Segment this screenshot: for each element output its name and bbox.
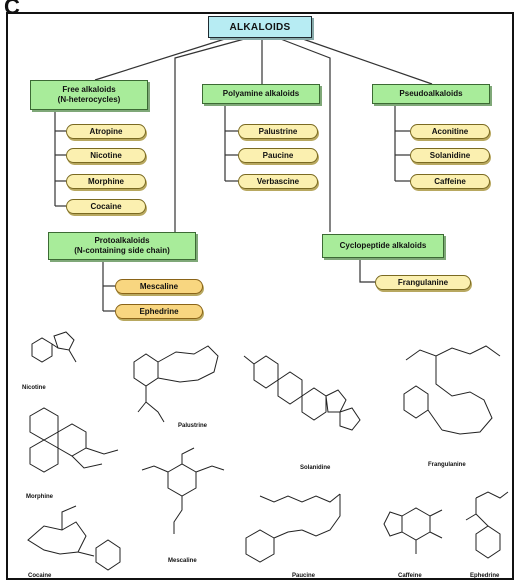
solanidine-structure <box>243 355 361 431</box>
category-proto-title: Protoalkaloids <box>94 236 150 245</box>
leaf-mescaline: Mescaline <box>115 279 203 294</box>
palustrine-structure <box>133 345 219 423</box>
leaf-nicotine: Nicotine <box>66 148 146 163</box>
label-cocaine: Cocaine <box>28 573 52 579</box>
leaf-atropine: Atropine <box>66 124 146 139</box>
cocaine-structure <box>27 505 121 571</box>
label-caffeine: Caffeine <box>398 573 422 579</box>
label-morphine: Morphine <box>26 494 53 500</box>
category-pseudoalkaloids: Pseudoalkaloids <box>372 84 490 104</box>
paucine-structure <box>245 493 341 563</box>
category-cyclopeptide-title: Cyclopeptide alkaloids <box>339 241 427 250</box>
category-proto-subtitle: (N-containing side chain) <box>74 246 170 255</box>
root-node-alkaloids: ALKALOIDS <box>208 16 312 38</box>
leaf-verbascine: Verbascine <box>238 174 318 189</box>
leaf-ephedrine: Ephedrine <box>115 304 203 319</box>
leaf-aconitine: Aconitine <box>410 124 490 139</box>
label-solanidine: Solanidine <box>300 465 331 471</box>
category-cyclopeptide-alkaloids: Cyclopeptide alkaloids <box>322 234 444 258</box>
label-nicotine: Nicotine <box>22 385 46 391</box>
label-frangulanine: Frangulanine <box>428 462 466 468</box>
category-free-title: Free alkaloids <box>62 85 116 94</box>
ephedrine-structure <box>465 491 509 559</box>
leaf-caffeine: Caffeine <box>410 174 490 189</box>
nicotine-structure <box>31 331 77 363</box>
frangulanine-structure <box>403 345 501 435</box>
leaf-cocaine: Cocaine <box>66 199 146 214</box>
morphine-structure <box>29 407 119 473</box>
leaf-solanidine: Solanidine <box>410 148 490 163</box>
figure-frame <box>6 12 514 580</box>
category-polyamine-title: Polyamine alkaloids <box>222 89 300 98</box>
leaf-morphine: Morphine <box>66 174 146 189</box>
caffeine-structure <box>383 507 443 554</box>
category-pseudo-title: Pseudoalkaloids <box>399 89 463 98</box>
label-mescaline: Mescaline <box>168 558 197 564</box>
category-protoalkaloids: Protoalkaloids (N-containing side chain) <box>48 232 196 260</box>
category-free-alkaloids: Free alkaloids (N-heterocycles) <box>30 80 148 110</box>
label-ephedrine: Ephedrine <box>470 573 500 579</box>
leaf-palustrine: Palustrine <box>238 124 318 139</box>
leaf-frangulanine: Frangulanine <box>375 275 471 290</box>
leaf-paucine: Paucine <box>238 148 318 163</box>
category-free-subtitle: (N-heterocycles) <box>57 95 121 104</box>
category-polyamine-alkaloids: Polyamine alkaloids <box>202 84 320 104</box>
mescaline-structure <box>141 447 225 534</box>
label-paucine: Paucine <box>292 573 316 579</box>
label-palustrine: Palustrine <box>178 423 208 429</box>
